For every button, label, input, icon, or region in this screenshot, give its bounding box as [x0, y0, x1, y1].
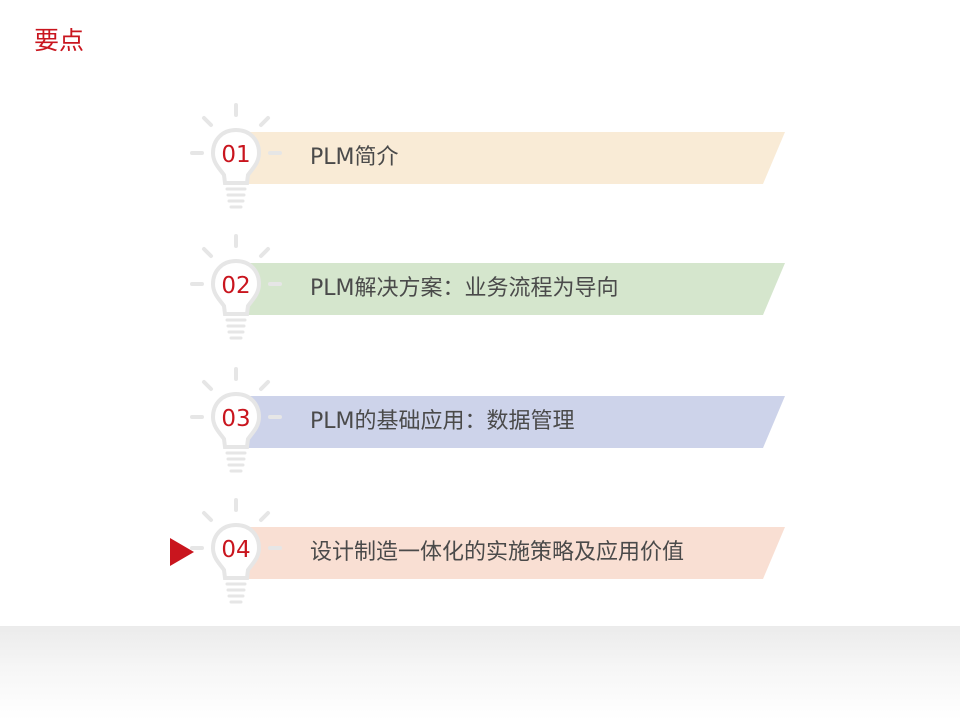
item-label: PLM解决方案：业务流程为导向	[310, 276, 619, 301]
agenda-item-02[interactable]: 02 PLM解决方案：业务流程为导向	[180, 233, 790, 343]
item-label: PLM的基础应用：数据管理	[310, 409, 575, 434]
item-label: 设计制造一体化的实施策略及应用价值	[310, 540, 685, 565]
agenda-banner	[245, 396, 785, 448]
lightbulb-icon	[190, 234, 282, 340]
agenda-banner	[245, 527, 785, 579]
agenda-item-01[interactable]: 01 PLM简介	[180, 102, 790, 212]
agenda-item-03[interactable]: 03 PLM的基础应用：数据管理	[180, 366, 790, 476]
item-number: 03	[221, 406, 251, 432]
item-label: PLM简介	[310, 145, 399, 170]
footer-band	[0, 626, 960, 720]
agenda-banner	[245, 132, 785, 184]
play-triangle-icon	[170, 538, 194, 566]
slide-title: 要点	[34, 26, 85, 55]
item-number: 04	[221, 537, 251, 563]
lightbulb-icon	[190, 367, 282, 473]
lightbulb-icon	[190, 498, 282, 604]
item-number: 01	[221, 142, 251, 168]
agenda-item-04[interactable]: 04 设计制造一体化的实施策略及应用价值	[180, 497, 790, 607]
item-number: 02	[221, 273, 251, 299]
lightbulb-icon	[190, 103, 282, 209]
agenda-banner	[245, 263, 785, 315]
